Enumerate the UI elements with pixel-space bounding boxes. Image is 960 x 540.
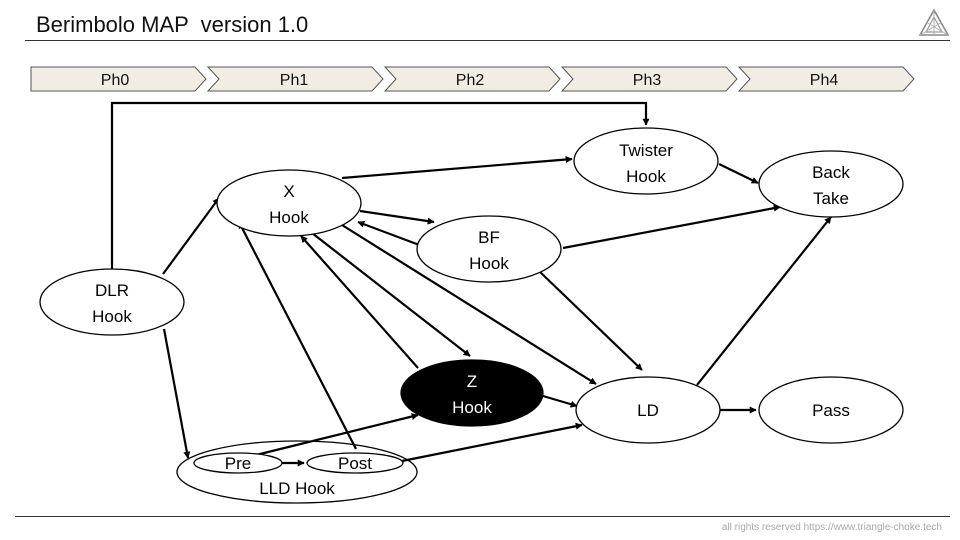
phase-ph4: Ph4 — [737, 66, 915, 92]
node-label-line: Hook — [626, 167, 666, 186]
node-label-line: Back — [812, 163, 850, 182]
node-label-line: Hook — [452, 398, 492, 417]
node-lld-hook: LLD Hook — [176, 440, 418, 504]
node-pre: Pre — [193, 452, 283, 474]
edge-dlr-lld — [162, 328, 191, 459]
phase-label: Ph4 — [810, 72, 839, 89]
phase-bar: Ph0 Ph1 Ph2 Ph3 Ph4 — [30, 66, 915, 92]
title-divider — [25, 40, 950, 41]
edge-twister-back — [718, 163, 759, 184]
node-label-line: Twister — [619, 141, 673, 160]
edge-post-ld — [401, 422, 583, 463]
edge-x-ld — [341, 224, 597, 385]
node-label-line: Z — [467, 372, 477, 391]
edge-pre-z — [255, 413, 419, 457]
phase-ph1: Ph1 — [206, 66, 384, 92]
phase-label: Ph2 — [456, 72, 485, 89]
edge-z-x — [300, 235, 419, 369]
node-label-line: Take — [813, 189, 849, 208]
node-label-line: BF — [478, 228, 500, 247]
footer-divider — [15, 516, 950, 517]
node-label-line: LLD Hook — [259, 479, 335, 498]
phase-label: Ph3 — [633, 72, 662, 89]
edge-post-x — [238, 221, 357, 450]
phase-ph2: Ph2 — [383, 66, 561, 92]
edge-dlr-x — [162, 197, 220, 275]
node-label-line: Hook — [269, 208, 309, 227]
node-label-line: DLR — [95, 281, 129, 300]
edge-ld-back — [696, 216, 832, 386]
edges — [110, 101, 832, 467]
node-bf-hook: BF Hook — [416, 215, 562, 283]
edge-x-z — [311, 232, 471, 357]
node-label-line: Post — [338, 454, 372, 473]
edge-bf-ld — [538, 270, 643, 371]
node-pass: Pass — [758, 376, 904, 444]
triangle-logo-icon — [918, 8, 950, 36]
page-title: Berimbolo MAP version 1.0 — [36, 12, 309, 37]
phase-label: Ph1 — [280, 72, 309, 89]
node-ld: LD — [575, 376, 721, 444]
node-label-line: LD — [637, 401, 659, 420]
copyright-footer: all rights reserved https://www.triangle… — [721, 522, 942, 533]
node-back-take: Back Take — [758, 150, 904, 218]
edge-x-twister — [341, 156, 573, 180]
edge-dlr-twister — [110, 101, 650, 270]
edge-bf-back — [562, 204, 781, 250]
phase-label: Ph0 — [101, 72, 130, 89]
node-label-line: Pass — [812, 401, 850, 420]
node-z-hook: Z Hook — [400, 359, 544, 427]
edge-x-bf — [359, 209, 435, 225]
phase-ph3: Ph3 — [560, 66, 738, 92]
node-label-line: Hook — [469, 254, 509, 273]
node-x-hook: X Hook — [216, 169, 362, 237]
phase-ph0: Ph0 — [30, 66, 207, 92]
node-dlr-hook: DLR Hook — [39, 268, 185, 336]
node-label-line: Hook — [92, 307, 132, 326]
edge-z-ld — [542, 394, 578, 408]
node-label-line: Pre — [225, 454, 251, 473]
node-label-line: X — [283, 182, 294, 201]
edge-bf-x — [357, 220, 423, 248]
node-post: Post — [306, 452, 404, 474]
node-twister-hook: Twister Hook — [573, 127, 719, 195]
